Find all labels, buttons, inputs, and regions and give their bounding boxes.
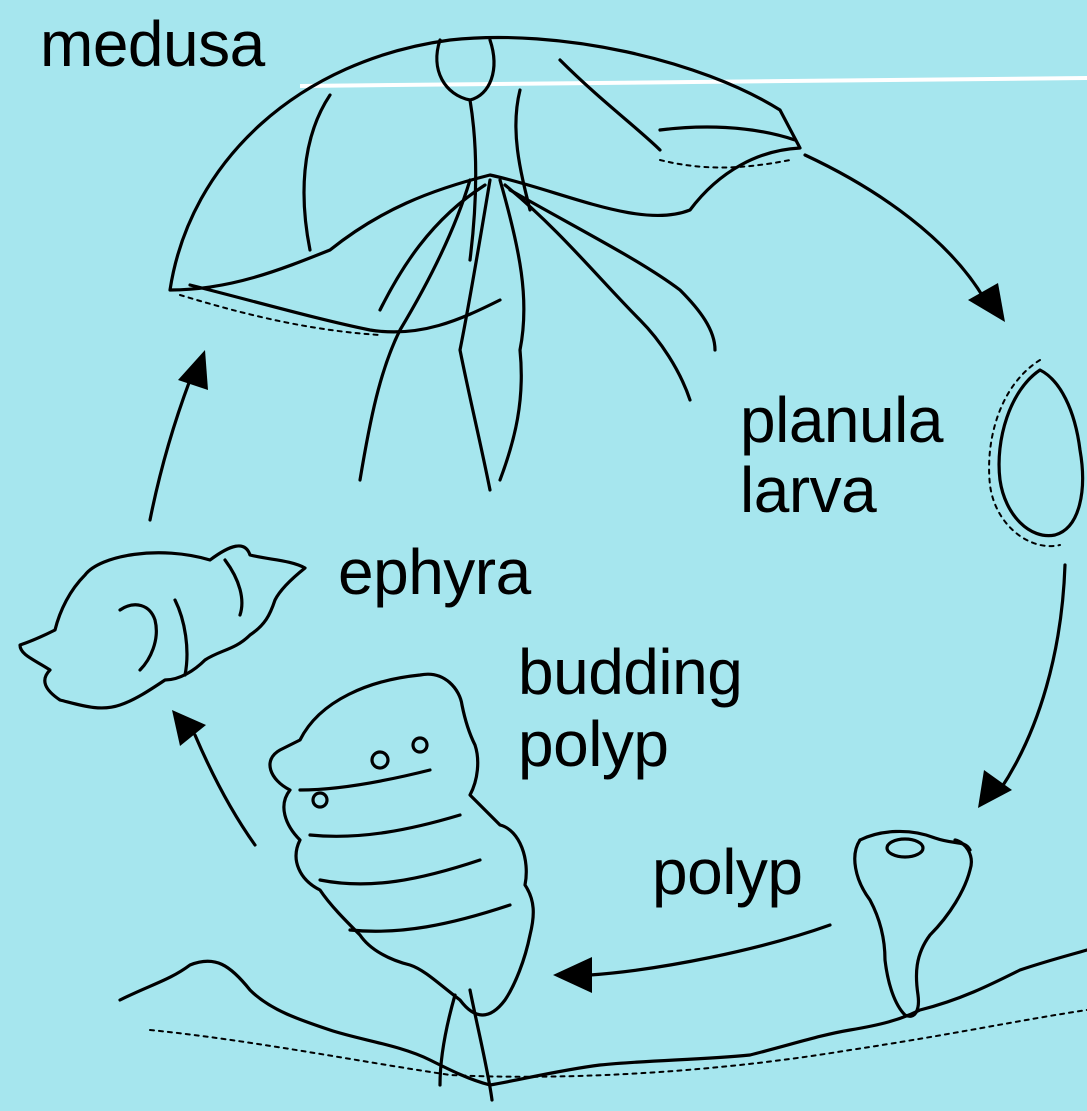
label-medusa: medusa [40,12,265,76]
arrow-ephyra-to-medusa [150,350,208,520]
substrate-ground [120,950,1087,1085]
label-larva: larva [740,458,876,522]
arrow-medusa-to-planula [805,155,1005,322]
top-rule [300,78,1087,86]
arrow-planula-to-polyp [978,565,1065,808]
label-budding-polyp: polyp [518,712,669,776]
label-polyp: polyp [652,840,803,904]
arrow-budding-to-ephyra [172,710,255,845]
ephyra-illustration [20,546,305,708]
planula-larva-illustration [989,360,1082,546]
budding-polyp-illustration [270,674,533,1100]
polyp-illustration [855,831,972,1016]
label-ephyra: ephyra [338,540,531,604]
label-budding: budding [518,640,742,704]
label-planula: planula [740,388,943,452]
arrow-polyp-to-budding [553,925,830,993]
medusa-illustration [170,37,800,490]
